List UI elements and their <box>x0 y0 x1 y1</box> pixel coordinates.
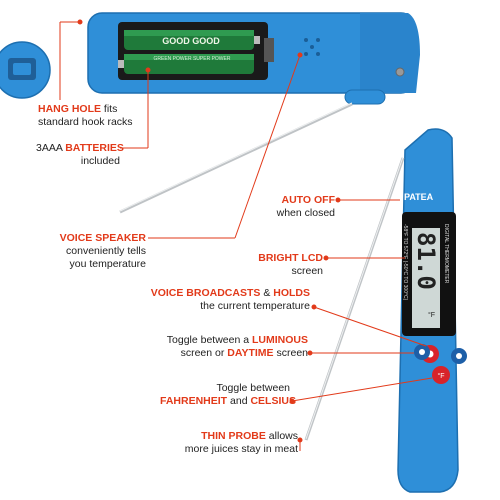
range-caption: -58°F TO 572°F (-50°C TO 300°C) <box>402 224 408 301</box>
battery-caption: GREEN POWER SUPER POWER <box>153 56 231 62</box>
thermometer-open <box>87 12 420 94</box>
callout-lines <box>59 19 433 451</box>
callout-units: Toggle between FAHRENHEIT and CELSIUS <box>160 382 296 407</box>
callout-luminous: Toggle between a LUMINOUS screen or DAYT… <box>166 334 308 359</box>
battery-2 <box>118 54 254 74</box>
callout-probe: THIN PROBE allows more juices stay in me… <box>184 430 298 455</box>
device-caption: DIGITAL THERMOMETER <box>443 224 449 284</box>
brand-logo: PATEA <box>404 192 434 202</box>
probe-closed <box>304 156 405 441</box>
callout-voice-holds: VOICE BROADCASTS & HOLDS the current tem… <box>150 287 310 312</box>
callout-auto-off: AUTO OFF when closed <box>276 194 335 219</box>
callout-bright-lcd: BRIGHT LCD screen <box>258 252 323 277</box>
unit-button-icon <box>432 366 450 384</box>
battery-brand: GOOD GOOD <box>162 36 220 46</box>
hang-hole-icon <box>0 41 51 99</box>
lcd-reading: 81.0 <box>412 232 440 290</box>
callout-voice-speaker: VOICE SPEAKER conveniently tells you tem… <box>59 232 146 270</box>
battery-1 <box>124 30 260 50</box>
probe-open <box>119 89 386 214</box>
speaker-holes <box>304 38 320 56</box>
thermometer-closed: °F <box>397 128 467 493</box>
callout-batteries: 3AAA BATTERIES included <box>36 142 124 167</box>
callout-hang-hole: HANG HOLE fits standard hook racks <box>38 103 133 128</box>
svg-text:°F: °F <box>437 372 444 380</box>
lcd-unit: °F <box>428 312 436 319</box>
